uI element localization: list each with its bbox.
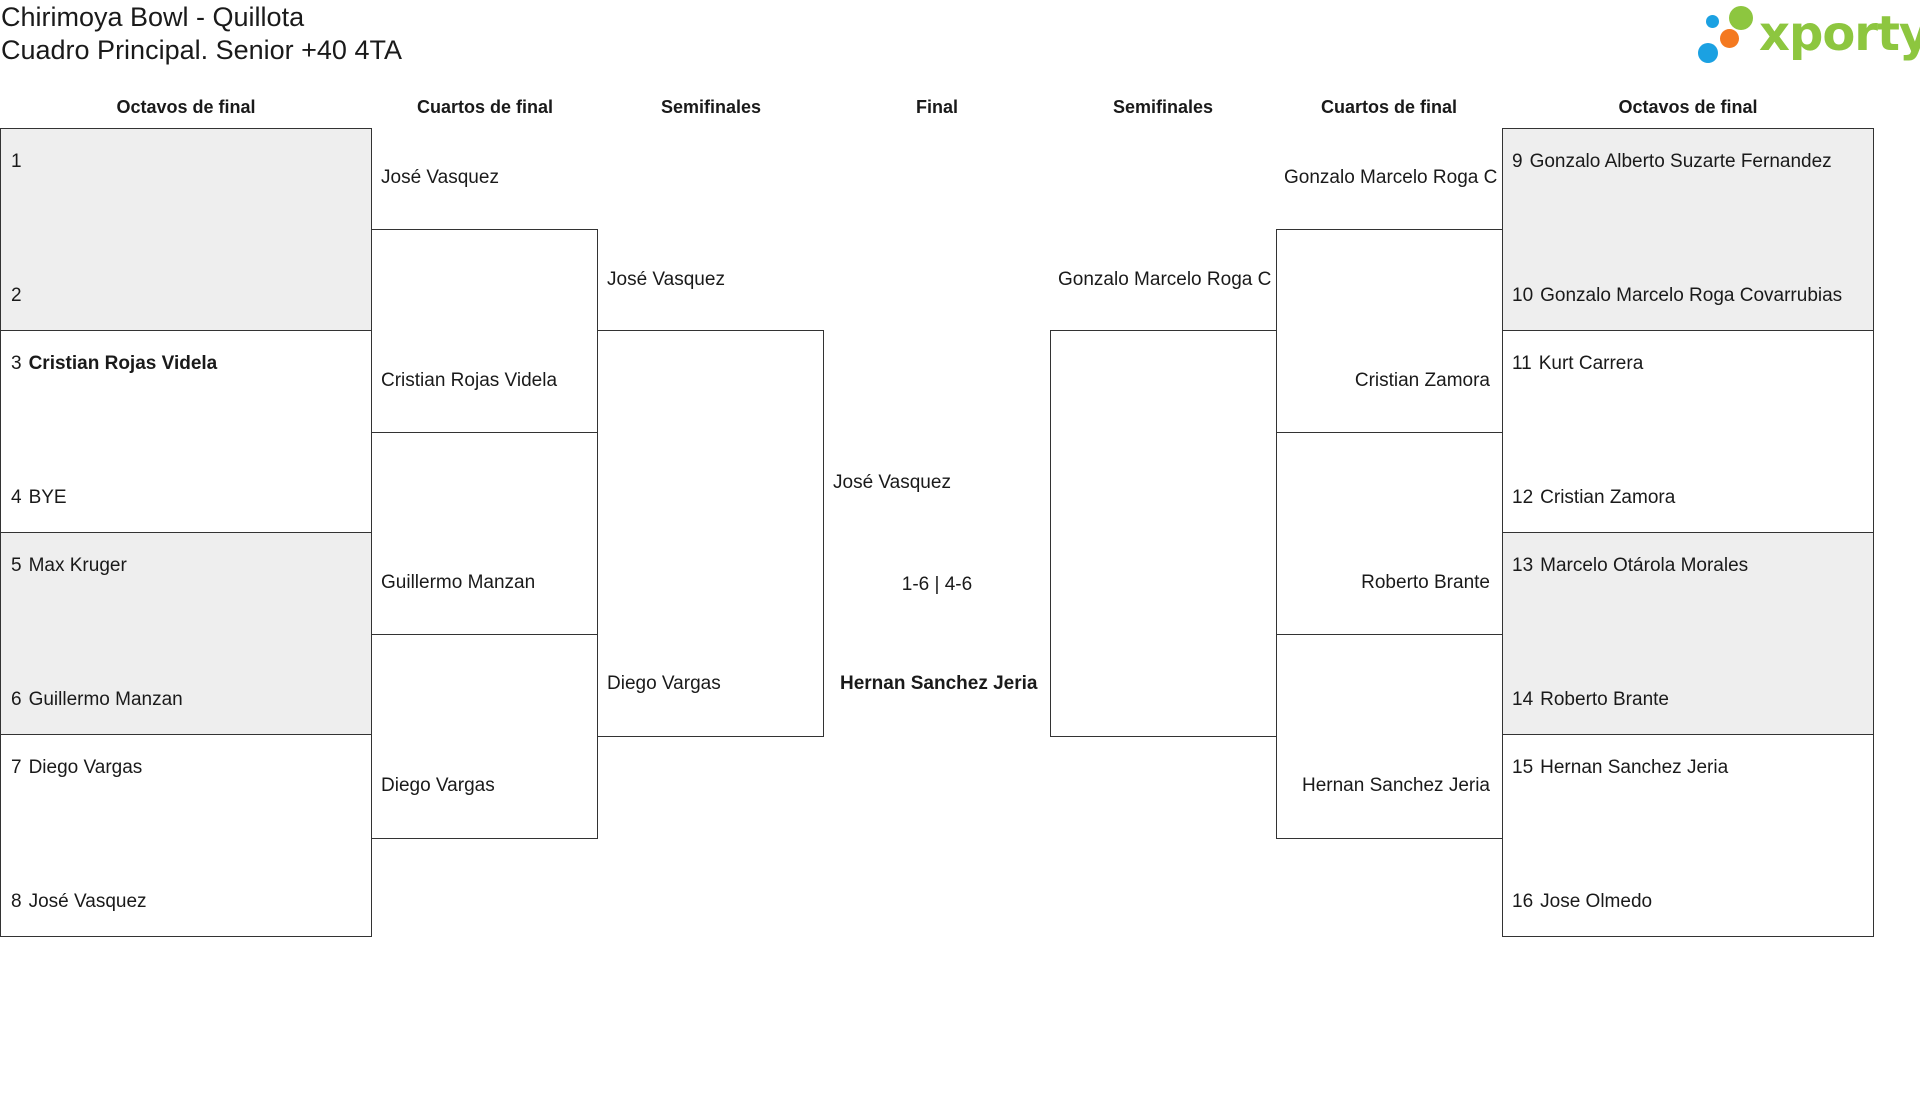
player-name: Cristian Zamora [1540, 487, 1676, 508]
semifinal-left-player-2: Diego Vargas [607, 673, 721, 694]
match-box-round16-right-1 [1502, 128, 1874, 331]
player-slot-2: 2 [11, 283, 29, 309]
player-slot-16: 16 Jose Olmedo [1512, 889, 1652, 915]
quarterfinal-left-player-4: Diego Vargas [381, 775, 495, 796]
player-slot-3: 3 Cristian Rojas Videla [11, 351, 217, 377]
seed-number: 12 [1512, 487, 1534, 508]
seed-number: 15 [1512, 757, 1534, 778]
player-name: Gonzalo Marcelo Roga Covarrubias [1540, 285, 1843, 306]
player-slot-7: 7 Diego Vargas [11, 755, 142, 781]
seed-number: 8 [11, 891, 22, 912]
semifinal-right-player-1: Gonzalo Marcelo Roga C [1058, 269, 1272, 290]
player-slot-12: 12 Cristian Zamora [1512, 485, 1675, 511]
player-slot-5: 5 Max Kruger [11, 553, 127, 579]
player-name: José Vasquez [28, 891, 147, 912]
match-box-quarterfinal-left-1 [371, 229, 598, 433]
match-box-quarterfinal-right-1 [1276, 229, 1503, 433]
column-header-semifinals-right: Semifinales [1112, 97, 1214, 117]
player-slot-6: 6 Guillermo Manzan [11, 687, 183, 713]
quarterfinal-right-player-4: Hernan Sanchez Jeria [1302, 775, 1490, 796]
column-header-quarterfinals-right: Cuartos de final [1320, 97, 1458, 117]
quarterfinal-left-player-3: Guillermo Manzan [381, 572, 536, 593]
xporty-logo: xporty [1692, 0, 1920, 70]
player-slot-14: 14 Roberto Brante [1512, 687, 1669, 713]
tournament-title: Chirimoya Bowl - Quillota [1, 2, 305, 32]
seed-number: 5 [11, 555, 22, 576]
column-header-round16-right: Octavos de final [1618, 97, 1758, 117]
final-player-1: José Vasquez [833, 472, 951, 493]
logo-dot-blue-large [1698, 43, 1718, 63]
final-player-2-winner: Hernan Sanchez Jeria [840, 673, 1038, 694]
column-header-final: Final [915, 97, 958, 117]
match-box-semifinal-right [1050, 330, 1277, 737]
player-name: Jose Olmedo [1540, 891, 1653, 912]
player-name: Kurt Carrera [1538, 353, 1644, 374]
player-slot-13: 13 Marcelo Otárola Morales [1512, 553, 1748, 579]
quarterfinal-right-player-1: Gonzalo Marcelo Roga C [1284, 167, 1498, 188]
quarterfinal-left-player-2: Cristian Rojas Videla [381, 370, 558, 391]
player-name: BYE [28, 487, 67, 508]
logo-dot-green [1729, 6, 1753, 30]
logo-dot-blue-small [1706, 15, 1719, 28]
seed-number: 16 [1512, 891, 1534, 912]
seed-number: 9 [1512, 151, 1523, 172]
seed-number: 3 [11, 353, 22, 374]
quarterfinal-left-player-1: José Vasquez [381, 167, 499, 188]
player-name: Diego Vargas [28, 757, 143, 778]
player-name: Marcelo Otárola Morales [1540, 555, 1749, 576]
player-slot-11: 11 Kurt Carrera [1512, 351, 1643, 377]
match-box-round16-right-4 [1502, 734, 1874, 937]
player-slot-1: 1 [11, 149, 29, 175]
quarterfinal-right-player-2: Cristian Zamora [1354, 370, 1490, 391]
match-box-round16-left-1 [0, 128, 372, 331]
seed-number: 14 [1512, 689, 1534, 710]
seed-number: 1 [11, 151, 22, 172]
draw-subtitle: Cuadro Principal. Senior +40 4TA [1, 35, 402, 65]
player-name: Roberto Brante [1540, 689, 1669, 710]
player-name: Max Kruger [28, 555, 127, 576]
logo-dot-orange [1720, 29, 1739, 48]
seed-number: 7 [11, 757, 22, 778]
column-header-round16-left: Octavos de final [116, 97, 256, 117]
column-header-quarterfinals-left: Cuartos de final [416, 97, 554, 117]
quarterfinal-right-player-3: Roberto Brante [1361, 572, 1490, 593]
player-name-winner: Cristian Rojas Videla [28, 353, 218, 374]
seed-number: 2 [11, 285, 22, 306]
seed-number: 4 [11, 487, 22, 508]
player-slot-15: 15 Hernan Sanchez Jeria [1512, 755, 1728, 781]
seed-number: 10 [1512, 285, 1534, 306]
seed-number: 6 [11, 689, 22, 710]
semifinal-left-player-1: José Vasquez [607, 269, 725, 290]
player-slot-8: 8 José Vasquez [11, 889, 147, 915]
player-name: Hernan Sanchez Jeria [1540, 757, 1729, 778]
match-box-quarterfinal-left-2 [371, 634, 598, 839]
column-header-semifinals-left: Semifinales [660, 97, 762, 117]
player-slot-10: 10 Gonzalo Marcelo Roga Covarrubias [1512, 283, 1842, 309]
match-box-semifinal-left [597, 330, 824, 737]
match-box-round16-right-3 [1502, 532, 1874, 735]
seed-number: 13 [1512, 555, 1534, 576]
final-score: 1-6 | 4-6 [901, 574, 973, 595]
logo-wordmark: xporty [1759, 6, 1920, 62]
seed-number: 11 [1512, 353, 1532, 374]
player-name: Guillermo Manzan [28, 689, 183, 710]
player-slot-9: 9 Gonzalo Alberto Suzarte Fernandez [1512, 149, 1832, 175]
match-box-quarterfinal-right-2 [1276, 634, 1503, 839]
player-slot-4: 4 BYE [11, 485, 67, 511]
player-name: Gonzalo Alberto Suzarte Fernandez [1529, 151, 1832, 172]
